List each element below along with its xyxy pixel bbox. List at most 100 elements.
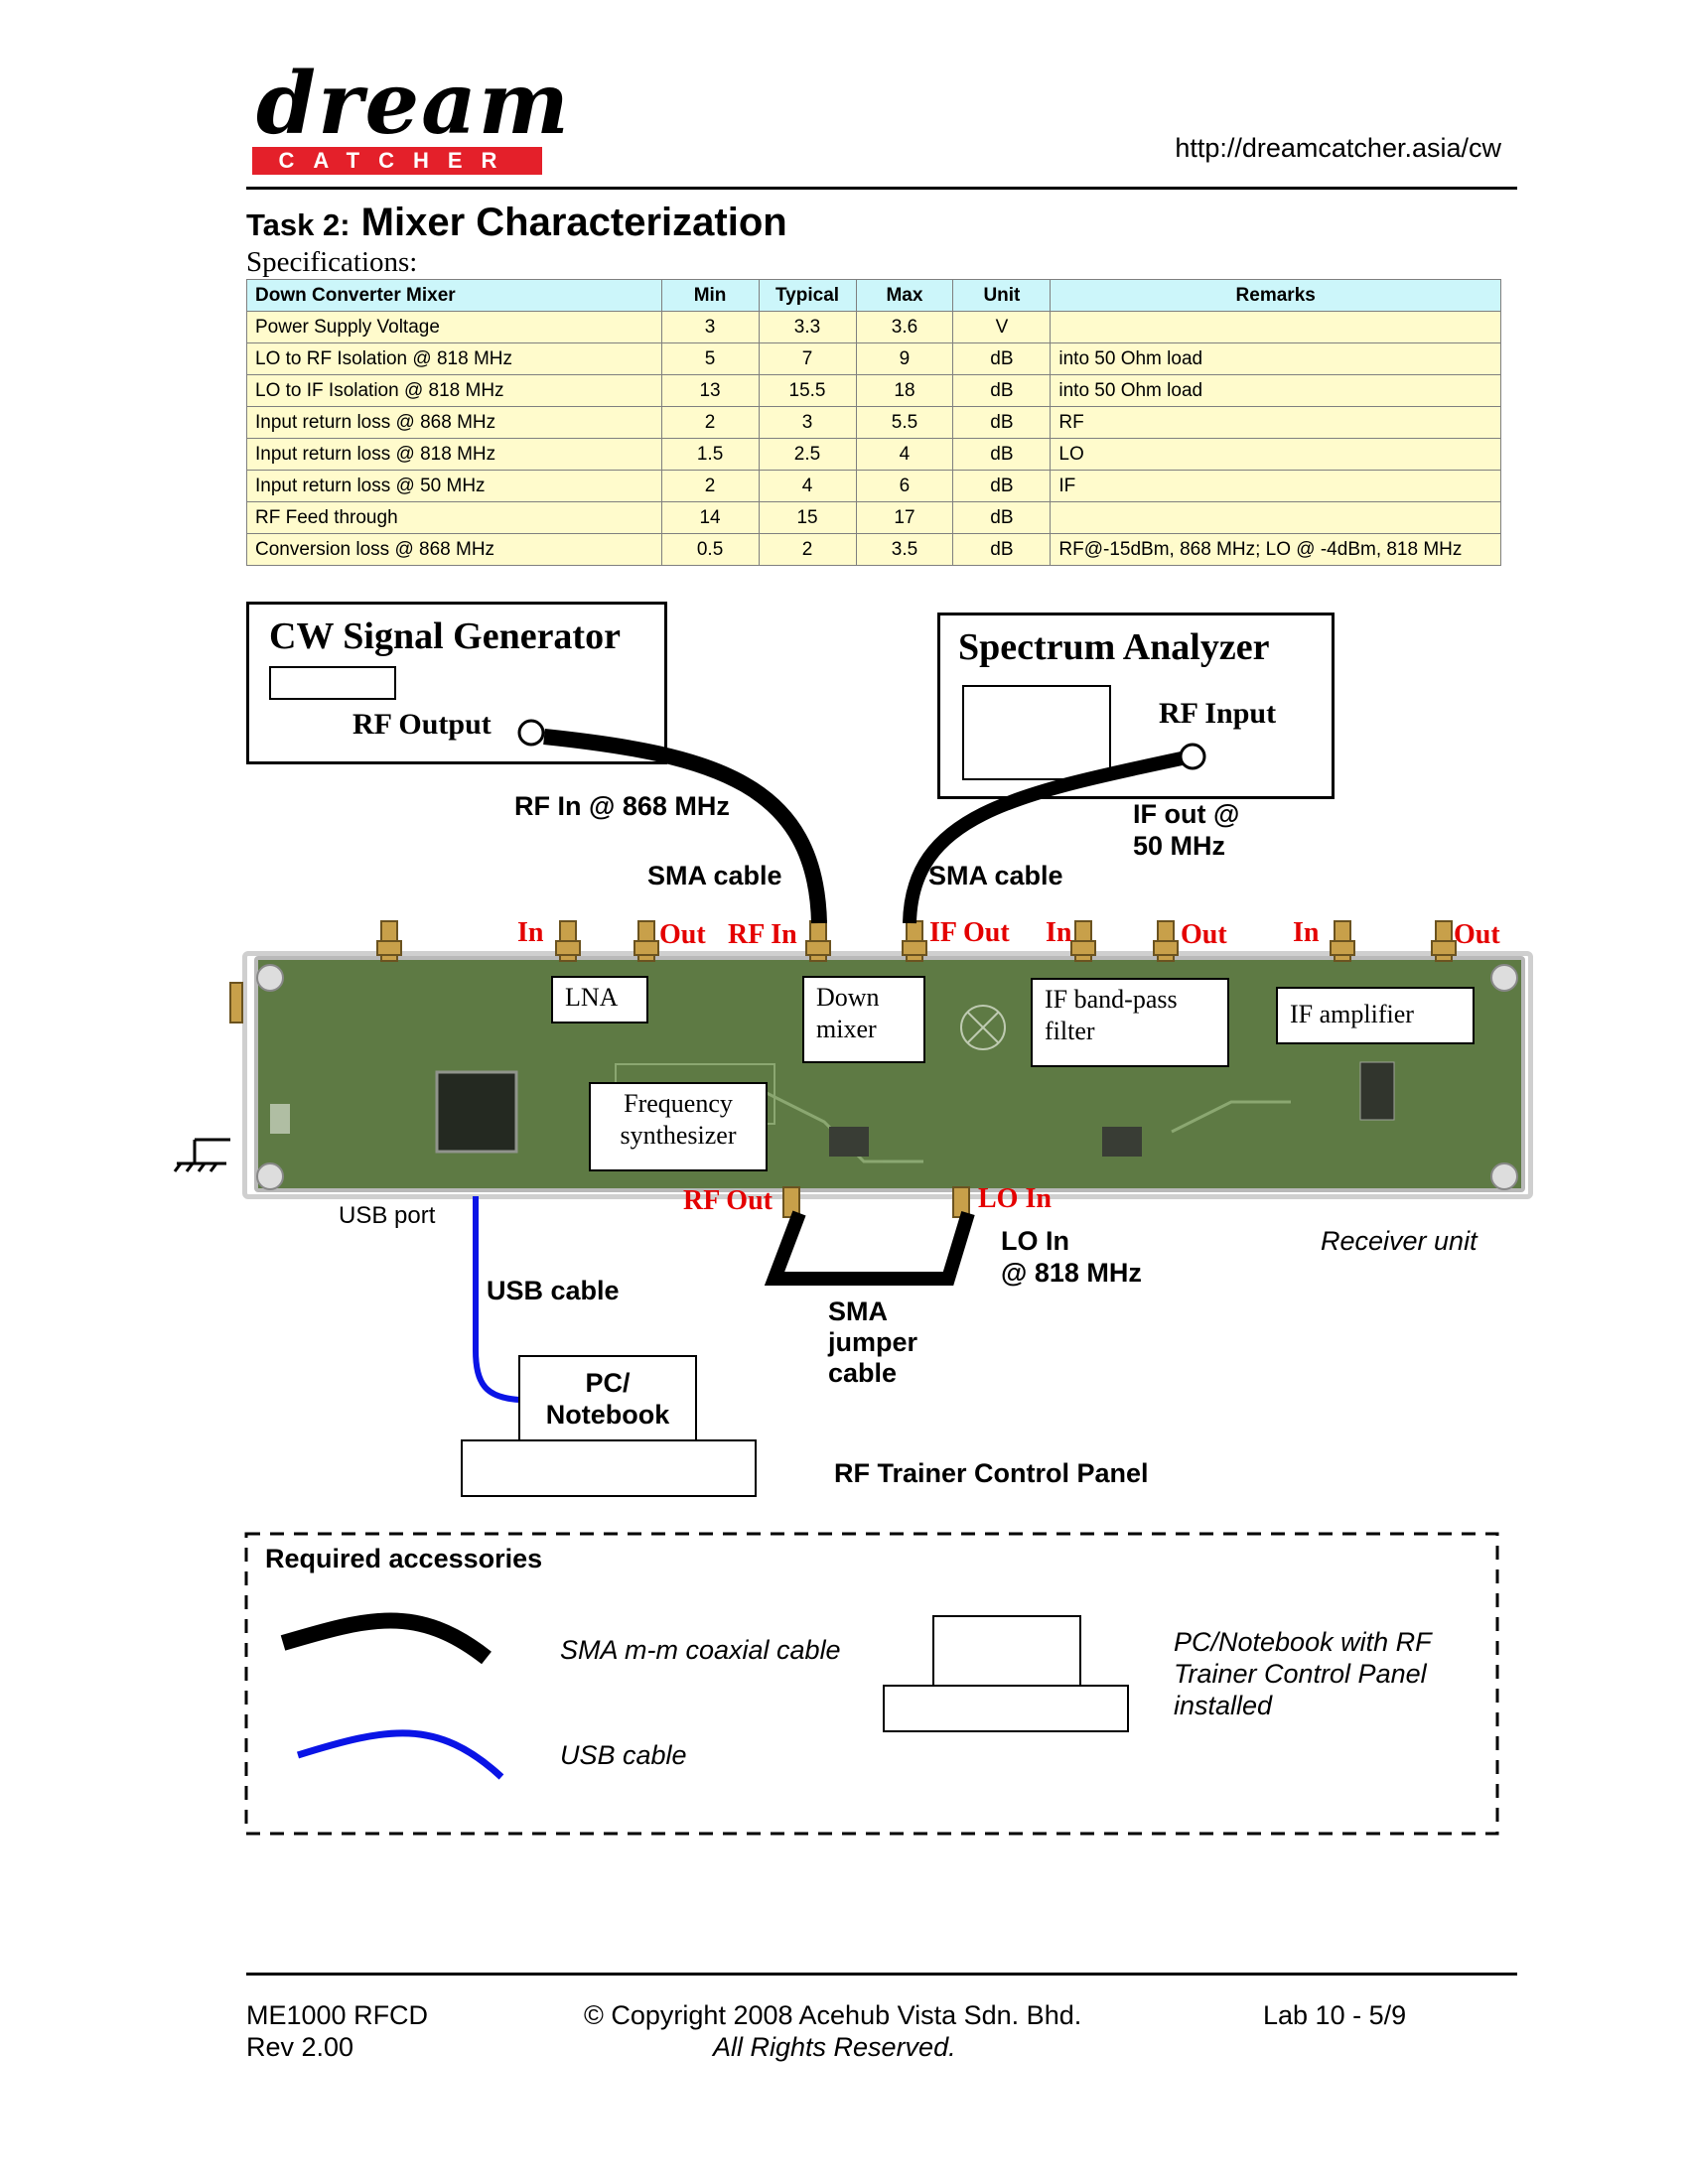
table-cell: dB [952,374,1052,407]
table-cell: 3 [758,406,857,439]
module-if-amplifier: IF amplifier [1276,987,1475,1044]
port-amp-in: In [1293,917,1320,948]
port-synth-rf-out: RF Out [683,1185,773,1216]
usb-cable-line [473,1196,520,1403]
table-cell: dB [952,438,1052,471]
ground-symbol [173,1138,230,1172]
mixer-symbol [960,1005,1006,1050]
spectrum-analyzer-screen [962,685,1111,780]
table-cell: 15.5 [758,374,857,407]
spectrum-analyzer-title: Spectrum Analyzer [958,626,1270,668]
port-bpf-in: In [1046,917,1072,948]
table-cell [1050,501,1501,534]
table-cell: 17 [855,501,954,534]
legend-pc-base [883,1685,1129,1732]
footer-rev: Rev 2.00 [246,2032,354,2062]
lo-in-label-2: @ 818 MHz [1001,1258,1142,1288]
table-cell: IF [1050,470,1501,502]
table-cell: 1.5 [660,438,760,471]
spec-header-cell: Max [855,279,954,312]
pc-notebook-box [518,1355,697,1441]
accessories-heading: Required accessories [265,1544,543,1573]
table-cell: Input return loss @ 818 MHz [246,438,662,471]
table-cell: dB [952,342,1052,375]
spec-header-cell: Down Converter Mixer [246,279,662,312]
table-cell: 3 [660,311,760,343]
table-cell: 15 [758,501,857,534]
if-bpf-line-1: IF band-pass [1045,985,1178,1014]
header-url[interactable]: http://dreamcatcher.asia/cw [1175,133,1501,163]
task-title: Mixer Characterization [360,201,787,244]
table-cell: 3.5 [855,533,954,566]
table-cell: 3.6 [855,311,954,343]
synth-line-1: Frequency [624,1089,733,1118]
spec-header-cell: Min [660,279,760,312]
sma-jumper-label-3: cable [828,1358,898,1388]
sma-cable-label-right: SMA cable [928,861,1063,890]
receiver-unit-rail [242,951,1533,1199]
accessory-sma-cable-label: SMA m-m coaxial cable [560,1635,841,1665]
pc-notebook-base [461,1439,757,1497]
table-cell: dB [952,406,1052,439]
rf-input-label: RF Input [1159,697,1277,730]
table-cell: 18 [855,374,954,407]
down-mixer-line-1: Down [816,983,880,1012]
rf-output-connector [517,719,545,747]
sma-cable-rf-in [543,729,827,924]
table-cell: Conversion loss @ 868 MHz [246,533,662,566]
sma-cable-label-left: SMA cable [647,861,782,890]
accessory-pc-label-2: Trainer Control Panel [1174,1659,1427,1689]
page-title: Task 2: Mixer Characterization [246,201,787,245]
table-cell: 6 [855,470,954,502]
footer-rule [246,1973,1517,1976]
table-cell: Input return loss @ 50 MHz [246,470,662,502]
port-mixer-if-out: IF Out [929,917,1010,948]
rf-output-label: RF Output [352,708,492,741]
footer-page: Lab 10 - 5/9 [1263,2000,1407,2030]
table-cell: dB [952,470,1052,502]
table-cell: LO [1050,438,1501,471]
module-down-mixer: Down mixer [802,976,925,1063]
specifications-label: Specifications: [246,246,418,278]
footer-course: ME1000 RFCD [246,2000,429,2030]
port-mixer-lo-in: LO In [978,1183,1052,1214]
control-panel-label: RF Trainer Control Panel [834,1458,1149,1488]
if-out-label-1: IF out @ [1133,799,1240,829]
table-cell: LO to IF Isolation @ 818 MHz [246,374,662,407]
table-cell: 2 [660,470,760,502]
rf-input-connector [1179,743,1206,770]
port-lna-in: In [517,917,544,948]
table-cell: dB [952,501,1052,534]
accessories-border [244,1532,1499,1836]
lo-in-label-1: LO In [1001,1226,1069,1256]
microcontroller-chip [435,1070,518,1154]
amp-chip [1359,1061,1395,1121]
if-out-label-2: 50 MHz [1133,831,1226,861]
table-cell: RF [1050,406,1501,439]
legend-pc-box [932,1615,1081,1687]
legend-usb-cable [296,1729,504,1780]
port-amp-out: Out [1454,919,1500,950]
rf-in-868-label: RF In @ 868 MHz [514,791,730,821]
table-cell [1050,311,1501,343]
pc-label-2: Notebook [545,1400,670,1430]
table-cell: 2.5 [758,438,857,471]
synth-line-2: synthesizer [620,1121,737,1150]
legend-sma-cable [280,1612,492,1665]
table-cell: 4 [855,438,954,471]
table-cell: V [952,311,1052,343]
port-lna-out: Out [659,919,706,950]
sma-cable-if-out [903,751,1184,924]
cw-generator-title: CW Signal Generator [269,615,621,657]
usb-port-label: USB port [339,1202,436,1229]
receiver-unit-label: Receiver unit [1321,1226,1477,1256]
table-cell: Power Supply Voltage [246,311,662,343]
table-cell: RF Feed through [246,501,662,534]
table-cell: into 50 Ohm load [1050,374,1501,407]
